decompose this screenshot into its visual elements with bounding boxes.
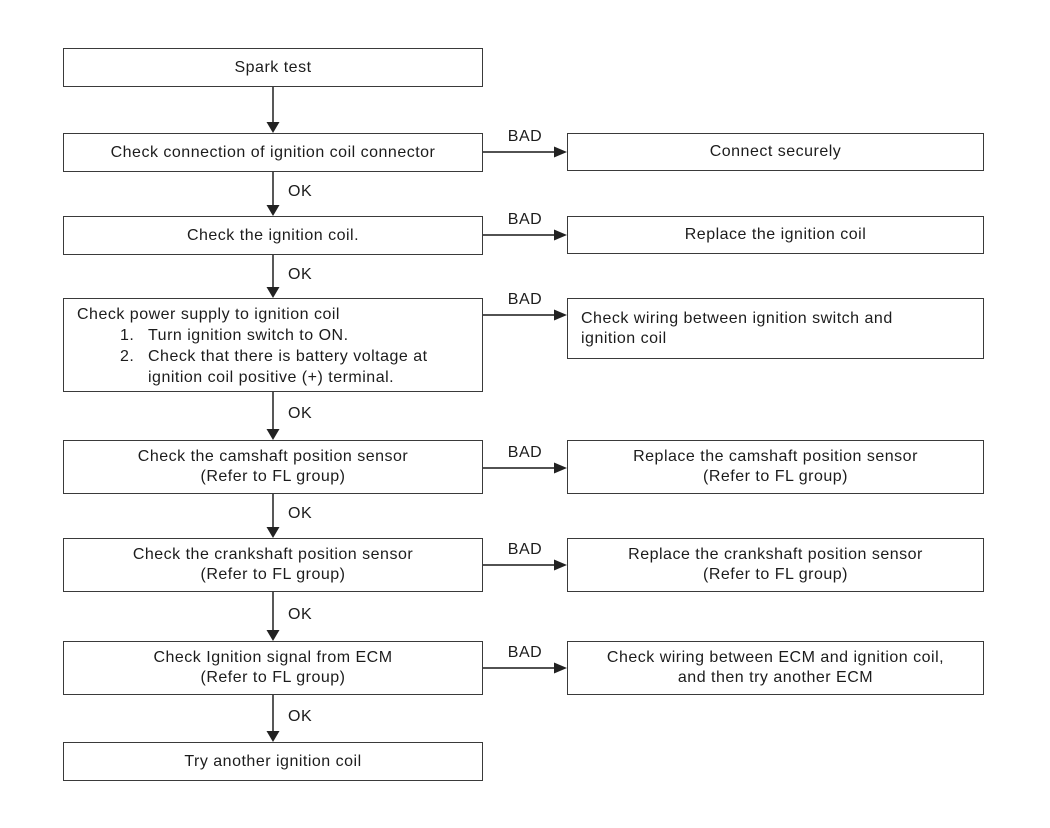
ok-label: OK — [288, 265, 313, 283]
node-text-line: (Refer to FL group) — [200, 468, 346, 485]
bad-label: BAD — [507, 211, 543, 228]
arrowhead-icon — [554, 146, 567, 158]
node-text-line: Check that there is battery voltage at — [148, 348, 428, 365]
arrowhead-icon — [554, 662, 567, 674]
bad-label: BAD — [507, 128, 543, 145]
node-text-line: Check power supply to ignition coil — [77, 306, 340, 323]
ok-label: OK — [288, 405, 313, 422]
node-text-line: Check the ignition coil. — [186, 226, 360, 244]
node-check-camshaft-sensor: Check the camshaft position sensor (Refer… — [63, 440, 483, 494]
node-try-another-ignition-coil: Try another ignition coil — [63, 742, 483, 781]
node-check-power-supply: Check power supply to ignition coil 1. Tur… — [63, 298, 483, 392]
node-replace-camshaft-sensor: Replace the camshaft position sensor (Ref… — [567, 440, 984, 494]
node-text-line: (Refer to FL group) — [200, 566, 346, 583]
node-check-ignition-coil: Check the ignition coil. — [63, 216, 483, 255]
node-check-wiring-ecm: Check wiring between ECM and ignition co… — [567, 641, 984, 695]
bad-label: BAD — [507, 291, 543, 308]
list-item-text: Turn ignition switch to ON. — [148, 325, 349, 346]
node-replace-ignition-coil: Replace the ignition coil — [567, 216, 984, 254]
ok-label: OK — [288, 505, 313, 522]
arrowhead-icon — [266, 122, 280, 133]
node-text-line: Spark test — [234, 58, 312, 76]
node-text-line: Check wiring between ECM and ignition co… — [606, 649, 945, 666]
node-text-line: Try another ignition coil — [184, 752, 362, 770]
arrowhead-icon — [266, 429, 280, 440]
arrowhead-icon — [554, 559, 567, 571]
node-text-line: Check Ignition signal from ECM — [153, 649, 393, 666]
arrowhead-icon — [554, 229, 567, 241]
node-text-line: ignition coil — [581, 329, 667, 347]
ok-label: OK — [288, 707, 313, 725]
node-text-line: Check connection of ignition coil connec… — [110, 143, 436, 161]
node-text-line: (Refer to FL group) — [703, 468, 848, 485]
node-numbered-list: 1. Turn ignition switch to ON. 2. Check tha… — [120, 325, 428, 388]
node-text-line: and then try another ECM — [677, 669, 874, 686]
arrowhead-icon — [266, 205, 280, 216]
arrowhead-icon — [554, 462, 567, 474]
node-text-line: Check the camshaft position sensor — [137, 448, 409, 465]
bad-label: BAD — [507, 541, 543, 558]
arrowhead-icon — [554, 309, 567, 321]
list-item: 1. Turn ignition switch to ON. — [120, 325, 428, 346]
node-check-crankshaft-sensor: Check the crankshaft position sensor (Ref… — [63, 538, 483, 592]
node-text-line: (Refer to FL group) — [200, 669, 346, 686]
bad-label: BAD — [507, 444, 543, 461]
arrowhead-icon — [266, 630, 280, 641]
ok-label: OK — [288, 183, 313, 200]
node-check-connection: Check connection of ignition coil connec… — [63, 133, 483, 172]
bad-label: BAD — [507, 644, 543, 661]
node-text-line: ignition coil positive (+) terminal. — [148, 369, 395, 386]
node-text-line: Replace the crankshaft position sensor — [628, 546, 923, 563]
arrowhead-icon — [266, 527, 280, 538]
node-text-line: (Refer to FL group) — [703, 566, 848, 583]
list-item-text: Check that there is battery voltage at ig… — [148, 346, 428, 388]
node-check-wiring-ignition-switch: Check wiring between ignition switch and… — [567, 298, 984, 359]
list-item: 2. Check that there is battery voltage at… — [120, 346, 428, 388]
ok-label: OK — [288, 605, 313, 623]
node-check-ignition-signal: Check Ignition signal from ECM (Refer to … — [63, 641, 483, 695]
arrowhead-icon — [266, 731, 280, 742]
node-text-line: Check wiring between ignition switch and — [581, 309, 893, 327]
list-item-number: 2. — [120, 348, 135, 365]
node-spark-test: Spark test — [63, 48, 483, 87]
node-text-line: Replace the ignition coil — [684, 226, 867, 243]
list-item-number: 1. — [120, 327, 135, 344]
node-connect-securely: Connect securely — [567, 133, 984, 171]
node-text-line: Replace the camshaft position sensor — [633, 448, 918, 465]
node-text-line: Connect securely — [709, 143, 842, 160]
node-replace-crankshaft-sensor: Replace the crankshaft position sensor (R… — [567, 538, 984, 592]
node-text-line: Turn ignition switch to ON. — [148, 327, 349, 344]
node-text-line: Check the crankshaft position sensor — [132, 546, 414, 563]
arrowhead-icon — [266, 287, 280, 298]
